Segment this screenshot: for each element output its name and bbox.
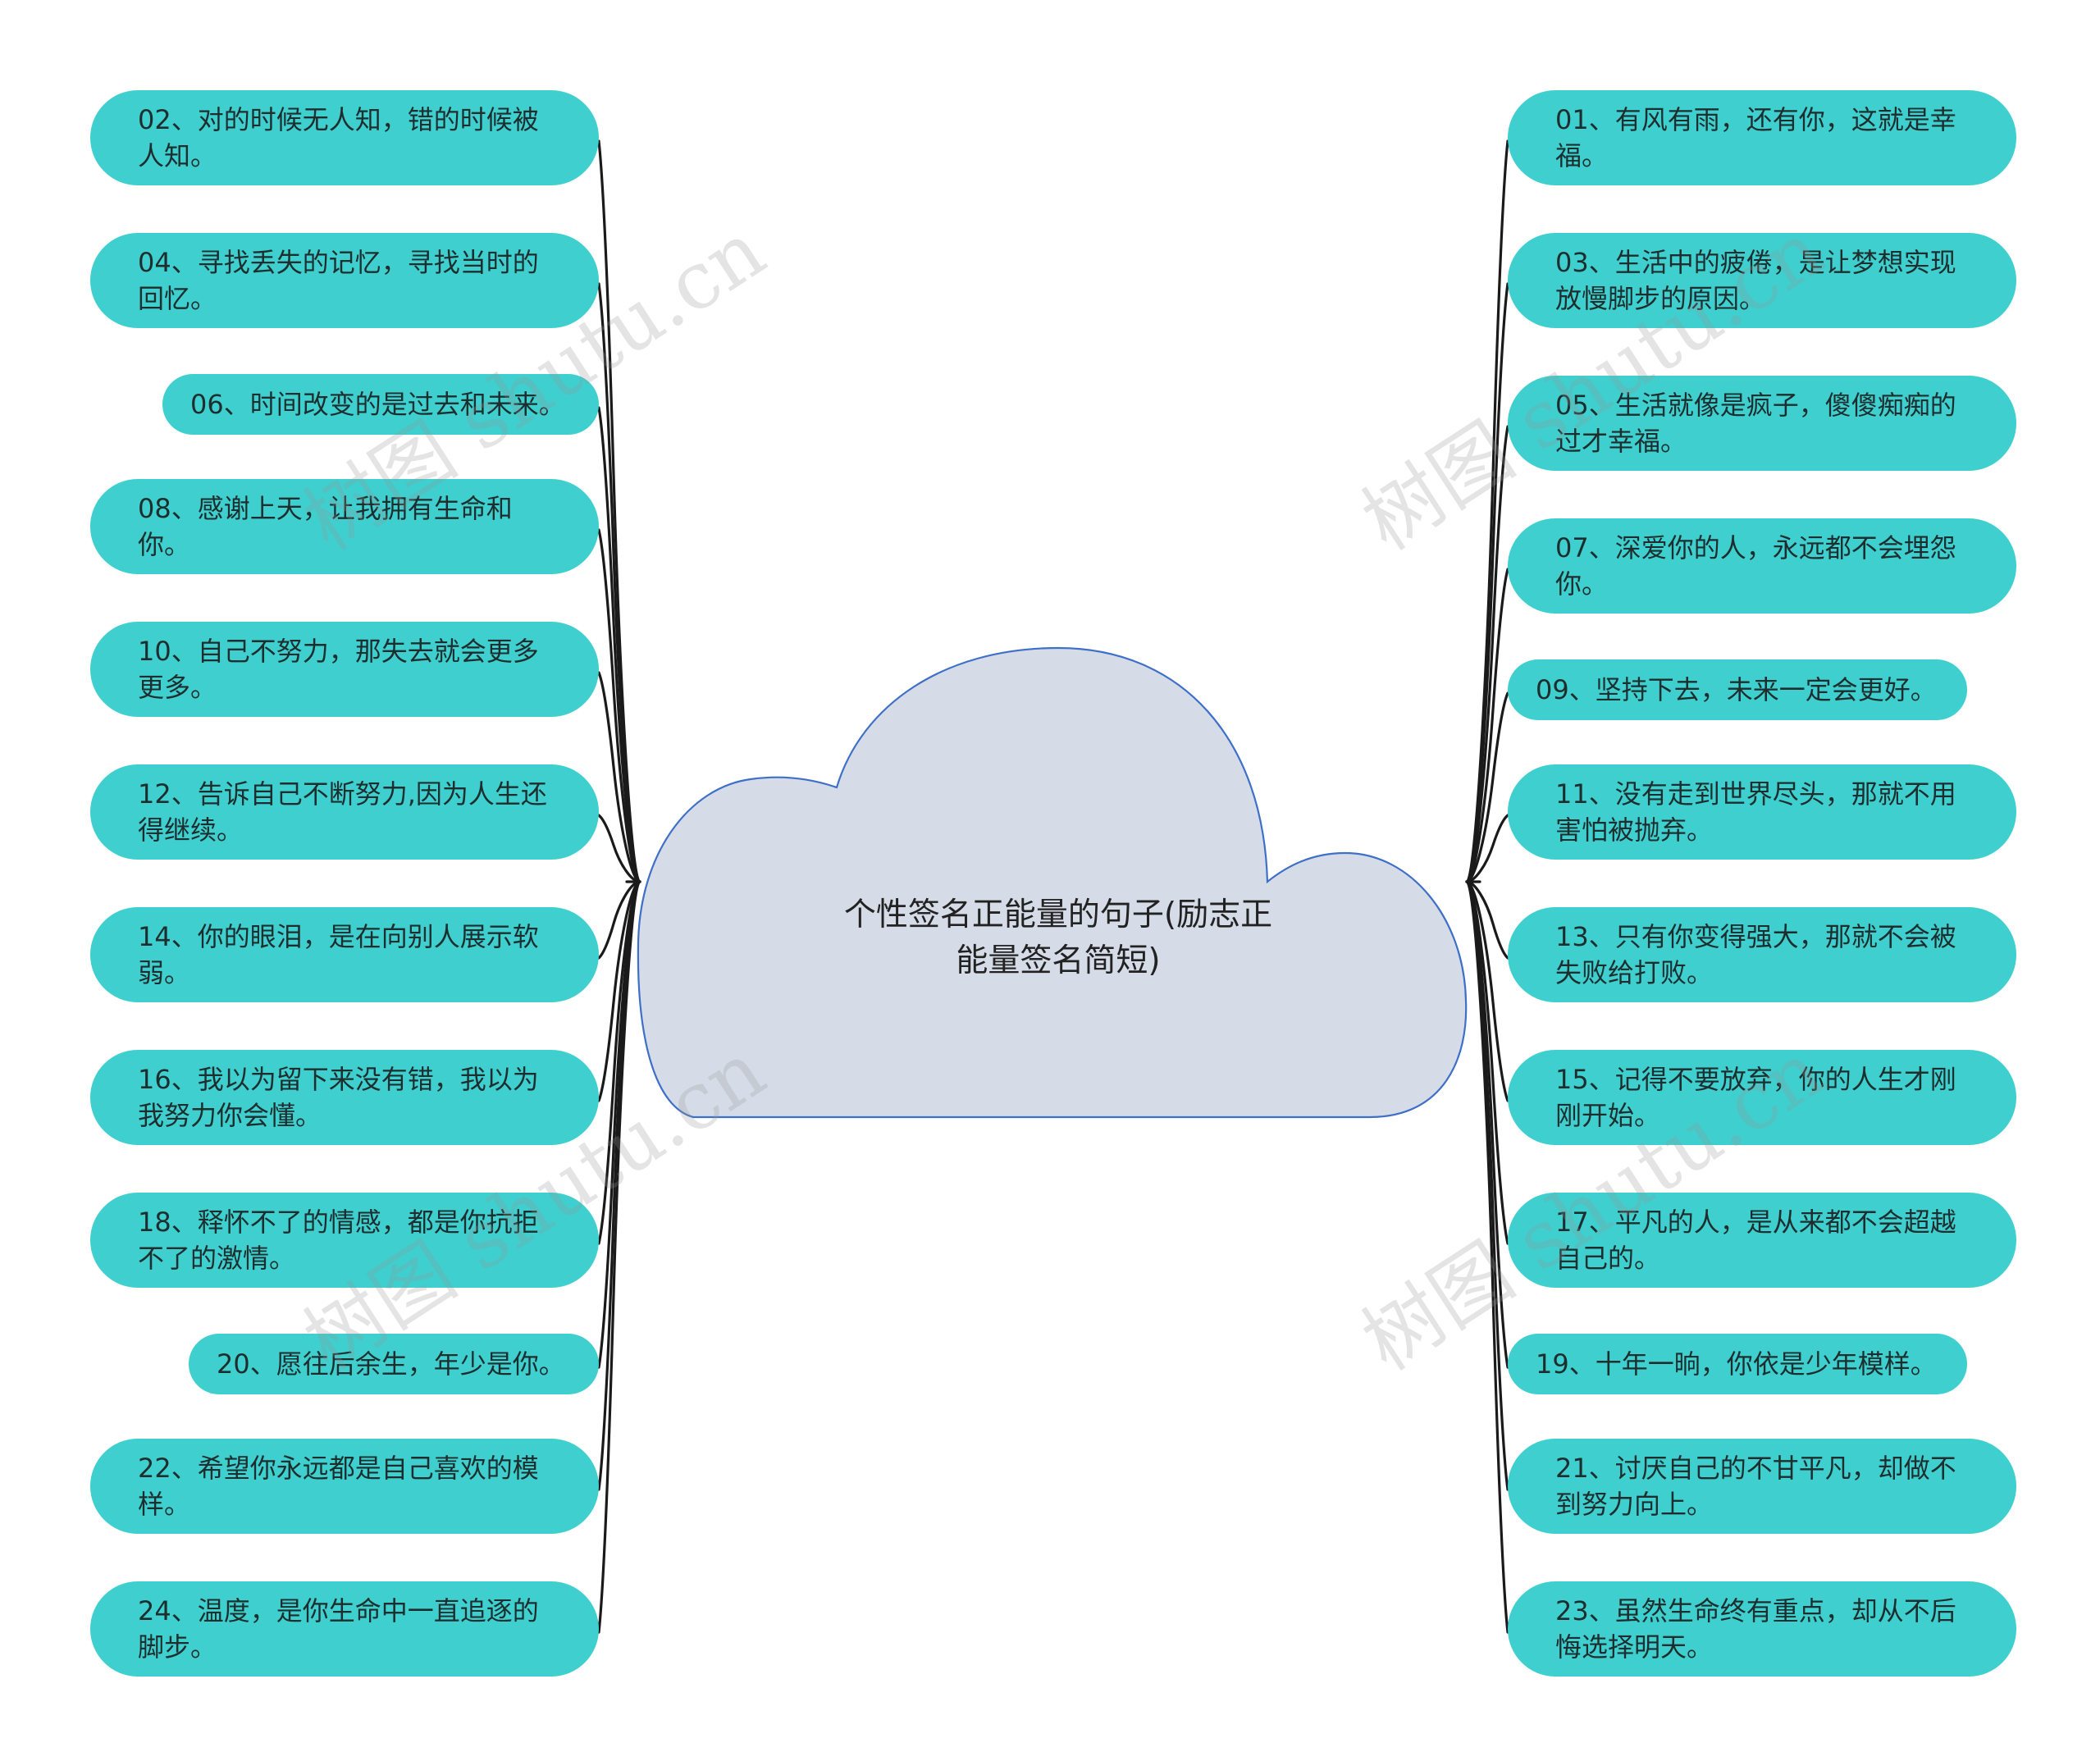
topic-node-label: 21、讨厌自己的不甘平凡，却做不到努力向上。 [1555,1453,1956,1520]
topic-node-19[interactable]: 19、十年一晌，你依是少年模样。 [1508,1334,1967,1394]
topic-node-label: 09、坚持下去，未来一定会更好。 [1536,674,1937,705]
topic-node-07[interactable]: 07、深爱你的人，永远都不会埋怨你。 [1508,518,2016,614]
topic-node-label: 05、生活就像是疯子，傻傻痴痴的过才幸福。 [1555,390,1956,457]
topic-node-17[interactable]: 17、平凡的人，是从来都不会超越自己的。 [1508,1193,2016,1288]
topic-node-label: 20、愿往后余生，年少是你。 [217,1348,565,1380]
topic-node-05[interactable]: 05、生活就像是疯子，傻傻痴痴的过才幸福。 [1508,376,2016,471]
connector-05 [1465,425,1509,883]
topic-node-label: 11、没有走到世界尽头，那就不用害怕被抛弃。 [1555,778,1956,846]
topic-node-18[interactable]: 18、释怀不了的情感，都是你抗拒不了的激情。 [90,1193,599,1288]
topic-node-20[interactable]: 20、愿往后余生，年少是你。 [189,1334,599,1394]
connector-13 [1465,880,1509,960]
connector-14 [597,880,641,960]
topic-node-label: 16、我以为留下来没有错，我以为我努力你会懂。 [138,1064,539,1131]
connector-24 [597,880,641,1634]
topic-node-label: 22、希望你永远都是自己喜欢的模样。 [138,1453,539,1520]
topic-node-label: 02、对的时候无人知，错的时候被人知。 [138,104,539,171]
topic-node-label: 12、告诉自己不断努力,因为人生还得继续。 [138,778,547,846]
topic-node-label: 23、虽然生命终有重点，却从不后悔选择明天。 [1555,1595,1956,1663]
connector-08 [597,528,641,883]
topic-node-16[interactable]: 16、我以为留下来没有错，我以为我努力你会懂。 [90,1050,599,1145]
topic-node-11[interactable]: 11、没有走到世界尽头，那就不用害怕被抛弃。 [1508,764,2016,860]
connector-06 [597,406,641,883]
topic-node-label: 01、有风有雨，还有你，这就是幸福。 [1555,104,1956,171]
connector-22 [597,880,641,1491]
topic-node-label: 06、时间改变的是过去和未来。 [190,389,565,420]
topic-node-14[interactable]: 14、你的眼泪，是在向别人展示软弱。 [90,907,599,1002]
topic-node-23[interactable]: 23、虽然生命终有重点，却从不后悔选择明天。 [1508,1581,2016,1677]
topic-node-label: 18、释怀不了的情感，都是你抗拒不了的激情。 [138,1207,539,1274]
topic-node-label: 24、温度，是你生命中一直追逐的脚步。 [138,1595,539,1663]
topic-node-13[interactable]: 13、只有你变得强大，那就不会被失败给打败。 [1508,907,2016,1002]
topic-node-09[interactable]: 09、坚持下去，未来一定会更好。 [1508,659,1967,720]
topic-node-label: 04、寻找丢失的记忆，寻找当时的回忆。 [138,247,539,314]
connector-01 [1465,139,1509,883]
topic-node-10[interactable]: 10、自己不努力，那失去就会更多更多。 [90,622,599,717]
connector-23 [1465,880,1509,1634]
topic-node-label: 17、平凡的人，是从来都不会超越自己的。 [1555,1207,1956,1274]
connector-20 [597,880,641,1369]
connector-19 [1465,880,1509,1369]
topic-node-24[interactable]: 24、温度，是你生命中一直追逐的脚步。 [90,1581,599,1677]
topic-node-06[interactable]: 06、时间改变的是过去和未来。 [162,374,599,435]
topic-node-label: 07、深爱你的人，永远都不会埋怨你。 [1555,532,1956,600]
topic-node-label: 08、感谢上天，让我拥有生命和你。 [138,493,513,560]
connector-17 [1465,880,1509,1245]
cloud-outline [637,646,1468,1119]
topic-node-21[interactable]: 21、讨厌自己的不甘平凡，却做不到努力向上。 [1508,1439,2016,1534]
connector-15 [1465,880,1509,1102]
topic-node-label: 19、十年一晌，你依是少年模样。 [1536,1348,1937,1380]
connector-02 [597,139,641,883]
topic-node-15[interactable]: 15、记得不要放弃，你的人生才刚刚开始。 [1508,1050,2016,1145]
topic-node-label: 15、记得不要放弃，你的人生才刚刚开始。 [1555,1064,1956,1131]
central-topic-title[interactable]: 个性签名正能量的句子(励志正能量签名简短) [843,896,1273,979]
topic-node-02[interactable]: 02、对的时候无人知，错的时候被人知。 [90,90,599,185]
connector-21 [1465,880,1509,1491]
topic-node-label: 10、自己不努力，那失去就会更多更多。 [138,636,539,703]
topic-node-03[interactable]: 03、生活中的疲倦，是让梦想实现放慢脚步的原因。 [1508,233,2016,328]
topic-node-label: 03、生活中的疲倦，是让梦想实现放慢脚步的原因。 [1555,247,1956,314]
connector-10 [597,671,641,883]
topic-node-12[interactable]: 12、告诉自己不断努力,因为人生还得继续。 [90,764,599,860]
connector-18 [597,880,641,1245]
topic-node-01[interactable]: 01、有风有雨，还有你，这就是幸福。 [1508,90,2016,185]
connector-09 [1465,691,1509,883]
topic-node-08[interactable]: 08、感谢上天，让我拥有生命和你。 [90,479,599,574]
connector-12 [597,814,641,883]
connector-07 [1465,568,1509,883]
topic-node-04[interactable]: 04、寻找丢失的记忆，寻找当时的回忆。 [90,233,599,328]
connector-11 [1465,814,1509,883]
topic-node-label: 14、你的眼泪，是在向别人展示软弱。 [138,921,539,988]
topic-node-label: 13、只有你变得强大，那就不会被失败给打败。 [1555,921,1956,988]
connector-16 [597,880,641,1102]
connector-03 [1465,282,1509,883]
connector-04 [597,282,641,883]
topic-node-22[interactable]: 22、希望你永远都是自己喜欢的模样。 [90,1439,599,1534]
